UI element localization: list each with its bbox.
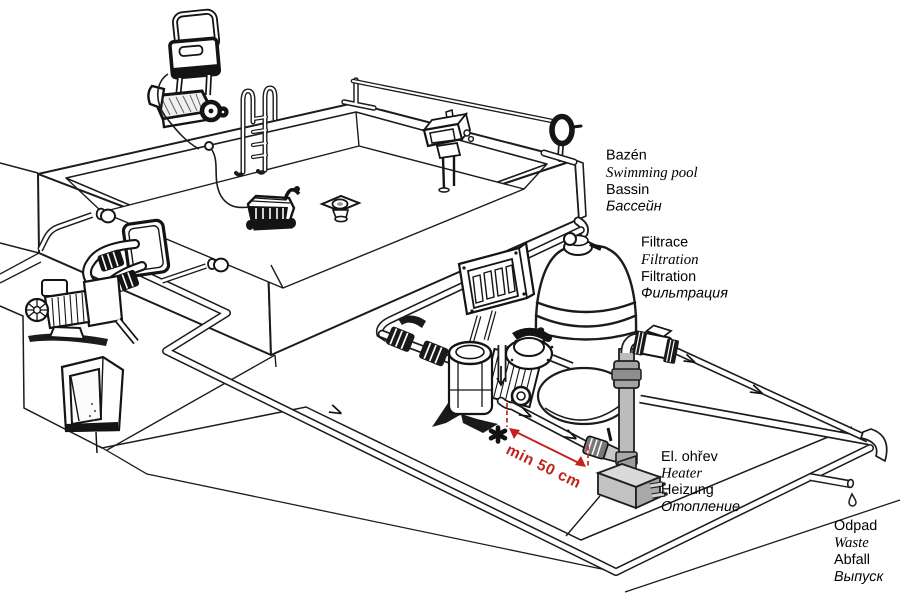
svg-text:Bassin: Bassin (606, 182, 649, 198)
svg-text:Abfall: Abfall (834, 552, 870, 568)
svg-text:Bazén: Bazén (606, 148, 647, 164)
svg-text:Swimming pool: Swimming pool (606, 165, 698, 181)
svg-text:Heater: Heater (660, 466, 702, 482)
svg-text:Выпуск: Выпуск (834, 569, 884, 585)
svg-text:Filtrace: Filtrace (641, 235, 688, 251)
svg-text:El. ohřev: El. ohřev (661, 449, 719, 465)
svg-text:Heizung: Heizung (661, 482, 714, 498)
svg-text:Фильтрация: Фильтрация (641, 286, 728, 302)
svg-text:Waste: Waste (834, 535, 869, 551)
svg-text:Filtration: Filtration (640, 252, 699, 268)
svg-text:Отопление: Отопление (661, 499, 740, 515)
svg-text:Бассейн: Бассейн (606, 199, 662, 215)
svg-text:Odpad: Odpad (834, 518, 877, 534)
svg-text:Filtration: Filtration (641, 269, 696, 285)
